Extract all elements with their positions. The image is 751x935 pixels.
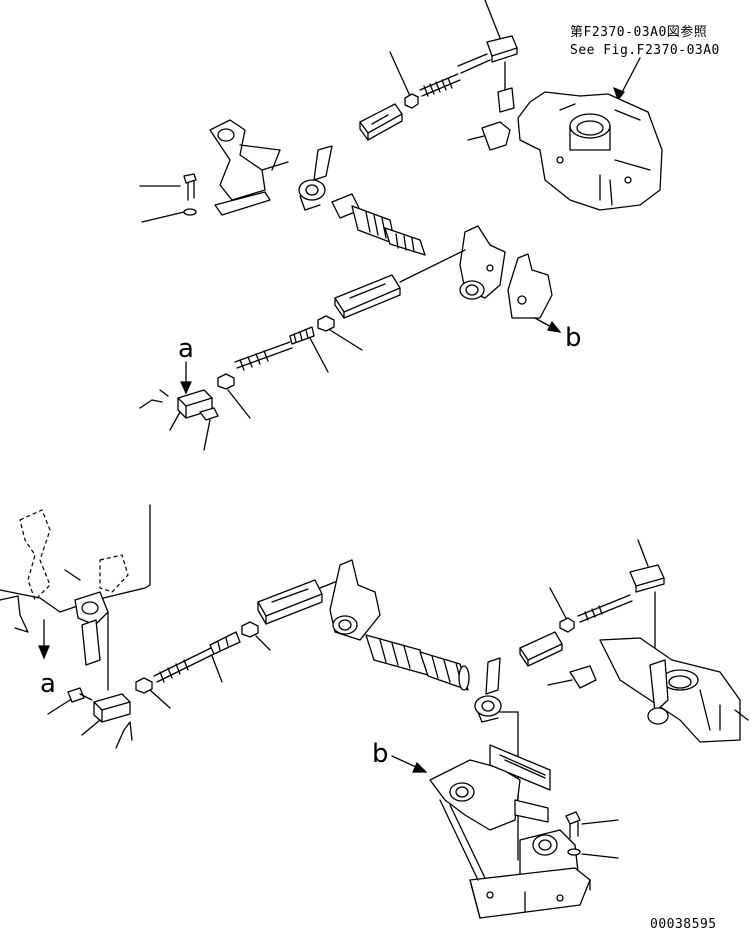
leader-line <box>47 699 71 715</box>
lever-plate-top <box>459 225 506 300</box>
leader-line <box>581 853 619 859</box>
cotter-pin <box>139 389 169 409</box>
bolt-head <box>183 173 197 184</box>
pedal-left-bottom <box>0 504 151 691</box>
reference-note: 第F2370-03A0図参照 See Fig.F2370-03A0 <box>570 24 720 102</box>
marker-a-top: a <box>178 334 194 364</box>
lever-plate-bottom <box>329 559 381 641</box>
leader-line <box>329 329 363 351</box>
leader-line <box>203 419 211 451</box>
leader-line <box>211 655 223 683</box>
lever-arm-top-left <box>298 145 333 211</box>
leader-line <box>169 411 181 431</box>
leader-line <box>227 389 251 419</box>
washer <box>567 848 581 856</box>
pin <box>199 407 219 421</box>
lock-nut <box>317 315 335 332</box>
transmission-housing-top <box>517 91 663 211</box>
lock-nut <box>241 621 259 638</box>
leader-line <box>637 539 649 567</box>
top-assembly: b a <box>139 0 663 451</box>
pedal-bracket-bottom <box>429 744 591 919</box>
cam-plate-top <box>507 253 553 319</box>
drawing-number: 00038595 <box>650 917 717 932</box>
splined-shaft-top <box>331 193 426 256</box>
pin <box>67 687 85 703</box>
bolt-head <box>565 811 581 825</box>
bottom-assembly: a <box>0 504 749 919</box>
clevis-block <box>177 389 213 407</box>
leader-line <box>581 819 619 825</box>
lock-nut <box>217 373 235 390</box>
leader-line <box>81 719 101 736</box>
pedal-bracket-top <box>209 119 289 216</box>
leader-line <box>389 51 411 97</box>
reference-note-en: See Fig.F2370-03A0 <box>570 43 720 58</box>
lock-nut <box>404 93 419 109</box>
clevis-block <box>93 693 131 711</box>
washer <box>183 208 197 216</box>
leader-line <box>255 635 271 651</box>
transmission-housing-bottom <box>547 637 749 743</box>
splined-shaft-bottom <box>365 634 470 691</box>
turnbuckle <box>257 579 323 617</box>
cotter-pin <box>115 721 133 749</box>
reference-note-jp: 第F2370-03A0図参照 <box>570 24 707 40</box>
leader-line <box>484 0 501 39</box>
marker-a-bottom: a <box>40 669 56 699</box>
turnbuckle <box>519 631 563 661</box>
marker-b-top: b <box>565 323 582 353</box>
leader-line <box>141 211 185 223</box>
leader-line <box>149 689 171 709</box>
leader-line <box>549 587 567 619</box>
rod-end-clevis <box>629 564 665 587</box>
rod-end-clevis <box>486 35 518 57</box>
leader-line <box>309 337 329 373</box>
turnbuckle <box>334 274 401 313</box>
lever-arm-bottom <box>474 657 502 723</box>
marker-b-bottom: b <box>372 739 389 769</box>
lock-nut <box>559 617 575 633</box>
lock-nut <box>135 677 153 694</box>
